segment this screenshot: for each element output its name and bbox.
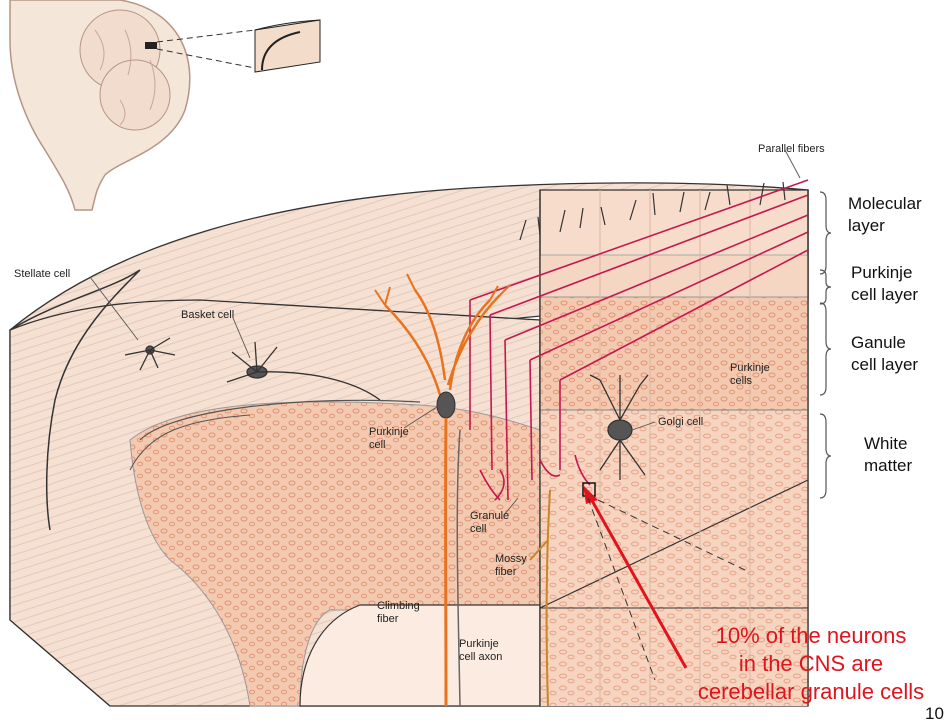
label-granule-cell: Granule cell — [470, 510, 509, 536]
label-climbing-fiber: Climbing fiber — [377, 600, 420, 626]
label-basket-cell: Basket cell — [181, 309, 234, 322]
inset-highlight-box — [145, 42, 157, 49]
right-granule-layer — [540, 297, 808, 410]
page-number: 10 — [925, 704, 944, 724]
brain-inset — [10, 0, 320, 210]
label-mossy-fiber: Mossy fiber — [495, 553, 527, 579]
label-purkinje-axon: Purkinje cell axon — [459, 638, 502, 664]
layer-label-granule: Ganule cell layer — [851, 332, 918, 376]
annotation-note: 10% of the neurons in the CNS are cerebe… — [676, 622, 946, 706]
layer-label-purkinje: Purkinje cell layer — [851, 262, 918, 306]
label-purkinje-cell: Purkinje cell — [369, 426, 409, 452]
label-stellate-cell: Stellate cell — [14, 268, 70, 281]
layer-label-molecular: Molecular layer — [848, 193, 922, 237]
layer-label-white-matter: White matter — [864, 433, 912, 477]
label-parallel-fibers: Parallel fibers — [758, 143, 825, 156]
label-golgi-cell: Golgi cell — [658, 416, 703, 429]
label-purkinje-cells: Purkinje cells — [730, 362, 770, 388]
white-matter-front — [300, 605, 540, 706]
layer-braces — [820, 192, 831, 498]
